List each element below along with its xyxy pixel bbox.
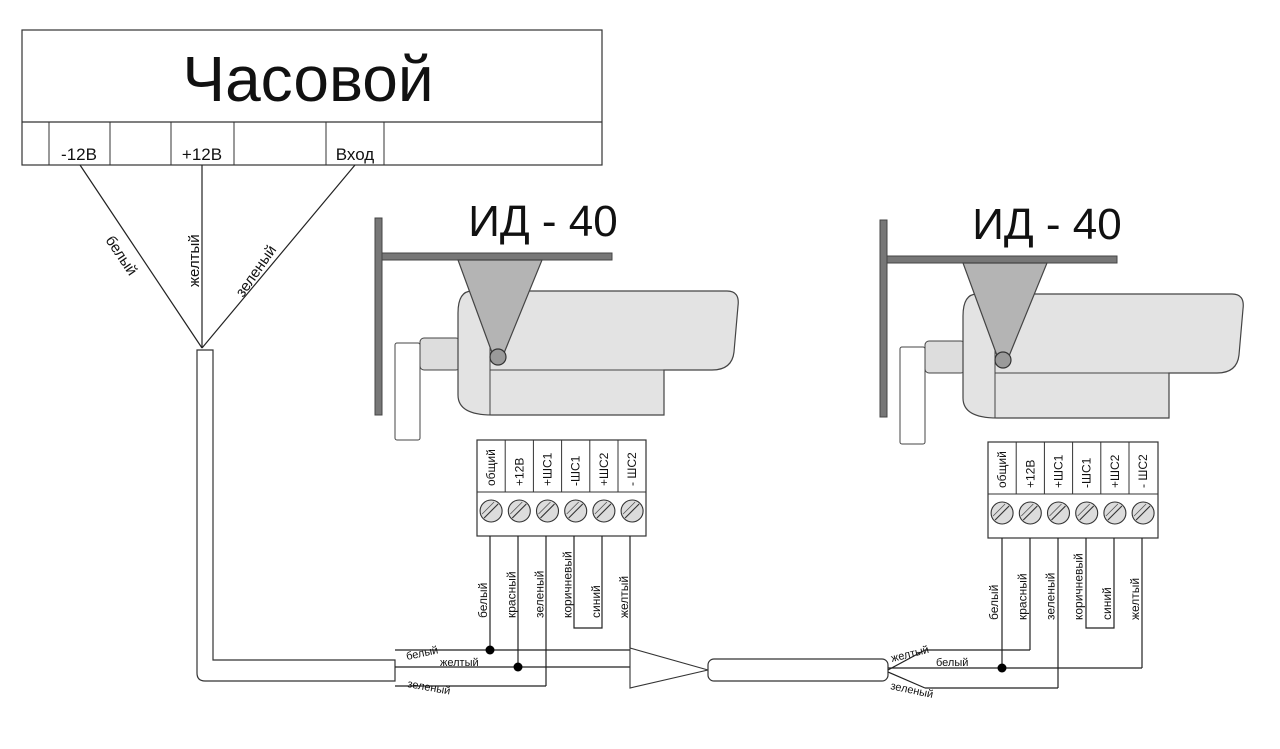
connector-head [924, 340, 966, 374]
terminal-label: +12В [182, 145, 222, 164]
terminal-label: -ШС1 [1080, 457, 1094, 488]
terminal-label: +12В [512, 458, 526, 486]
controller-box [21, 29, 603, 166]
connector-head [419, 337, 461, 371]
terminal-label: +12В [1023, 460, 1037, 488]
cable-main [196, 349, 396, 682]
wire-color-label: желтый [617, 576, 631, 618]
pivot-icon [489, 348, 507, 366]
wire-color-label: зеленый [1044, 573, 1058, 620]
mount-bracket [879, 219, 888, 418]
cable-taper [629, 647, 709, 689]
controller-title: Часовой [182, 43, 433, 115]
terminal-label: -ШС1 [569, 455, 583, 486]
terminal-label: общий [995, 451, 1009, 488]
wire-label: белый [102, 233, 141, 279]
terminal-label: - ШС2 [1136, 454, 1150, 488]
wire-label: зеленый [232, 242, 280, 300]
terminal-label: +ШС2 [597, 452, 611, 486]
wire-color-label: красный [504, 571, 518, 618]
mount-arm [886, 255, 1118, 264]
cable-wire-label: зеленый [406, 678, 451, 697]
terminal-label: +ШС1 [1052, 454, 1066, 488]
cable-wire-label: желтый [890, 644, 930, 665]
cable-wire-label: белый [936, 657, 968, 669]
terminal-label: - ШС2 [625, 452, 639, 486]
terminal-label: Вход [336, 145, 375, 164]
wire-color-label: красный [1015, 573, 1029, 620]
controller-block: Часовой -12В +12В Вход [21, 29, 603, 166]
detector-1: ИД - 40 общий белый +12В красный +ШС1 зеленый… [374, 197, 739, 618]
wire-label: желтый [186, 234, 203, 287]
mount-bracket [374, 217, 383, 416]
detector-title: ИД - 40 [468, 197, 617, 246]
wire-color-label: синий [1100, 587, 1114, 620]
cable-connector [899, 346, 926, 445]
cable-wire-label: желтый [440, 657, 479, 669]
cable-connector [394, 342, 421, 441]
wire-color-label: синий [589, 585, 603, 618]
cable-wire-label: белый [405, 644, 439, 662]
junction-dot [997, 663, 1007, 673]
cable-wire-label: зеленый [889, 680, 934, 701]
junction-dot [513, 662, 523, 672]
terminal-label: +ШС1 [541, 452, 555, 486]
terminal-slot [383, 121, 603, 166]
wire-color-label: белый [476, 583, 490, 618]
terminal-label: общий [484, 449, 498, 486]
wire-color-label: коричневый [1072, 553, 1086, 620]
terminal-label: +ШС2 [1108, 454, 1122, 488]
wire-color-label: белый [987, 585, 1001, 620]
controller-wires: белый желтый зеленый [79, 164, 356, 349]
pivot-icon [994, 351, 1012, 369]
wire-color-label: коричневый [561, 551, 575, 618]
mount-arm [381, 252, 613, 261]
cable-segment [707, 658, 889, 682]
junction-dot [485, 645, 495, 655]
detector-title: ИД - 40 [972, 200, 1121, 249]
detector-2: ИД - 40 общий белый +12В красный +ШС1 зеленый… [879, 200, 1244, 620]
wire-color-label: желтый [1128, 578, 1142, 620]
wire-color-label: зеленый [533, 571, 547, 618]
detector-1-wiring: белый желтый зеленый [395, 536, 709, 697]
terminal-label: -12В [61, 145, 97, 164]
